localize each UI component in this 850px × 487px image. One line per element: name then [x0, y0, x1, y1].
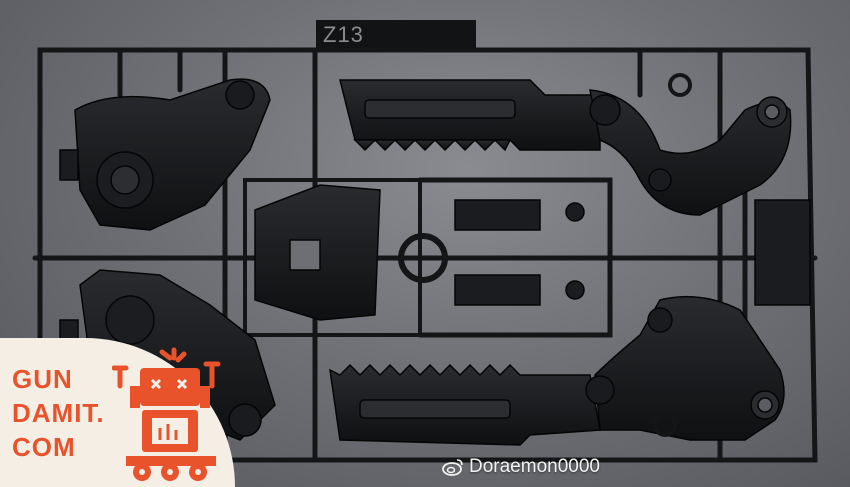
- watermark: Doraemon0000: [442, 456, 600, 478]
- lower-chainsaw-blade: [329, 295, 785, 446]
- site-logo: GUN DAMIT. COM: [0, 338, 235, 487]
- robot-mascot-icon: [112, 347, 221, 481]
- center-plate-part: [254, 184, 381, 321]
- logo-text: GUN DAMIT. COM: [12, 362, 105, 464]
- runner-tag-plate: [316, 20, 476, 48]
- runner-tag-code: Z13: [323, 22, 364, 47]
- logo-line-2: DAMIT.: [12, 398, 105, 428]
- upper-chainsaw-blade: [339, 79, 792, 216]
- upper-arm-part: [74, 78, 271, 231]
- logo-line-1: GUN: [12, 364, 73, 394]
- watermark-text: Doraemon0000: [469, 456, 600, 477]
- logo-line-3: COM: [12, 432, 76, 462]
- small-round-parts: [565, 73, 692, 437]
- weibo-icon: [442, 459, 463, 476]
